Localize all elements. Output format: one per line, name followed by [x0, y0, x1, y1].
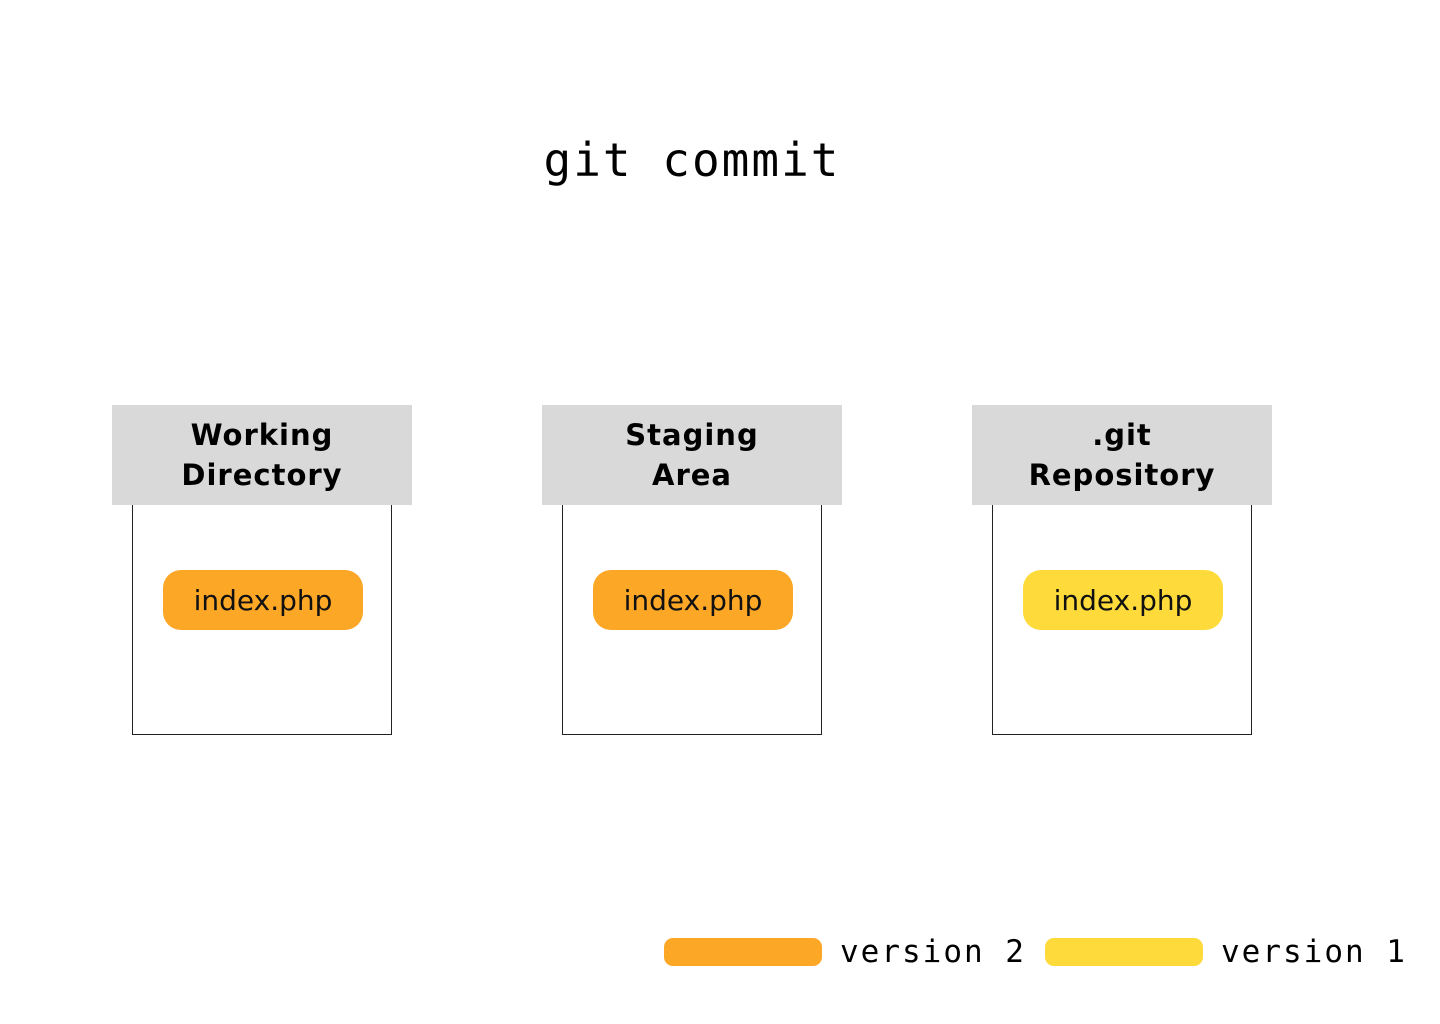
file-pill-staging-area: index.php: [593, 570, 793, 630]
staging-area: Staging Area index.php: [542, 405, 842, 735]
legend-item-version-2: version 2: [664, 932, 1026, 972]
working-directory-box: index.php: [132, 505, 392, 735]
staging-area-header: Staging Area: [542, 405, 842, 505]
legend-label-version-1: version 1: [1221, 934, 1407, 970]
git-repository-box: index.php: [992, 505, 1252, 735]
legend-item-version-1: version 1: [1045, 932, 1407, 972]
git-repository-area: .git Repository index.php: [972, 405, 1272, 735]
file-pill-working-directory: index.php: [163, 570, 363, 630]
file-pill-git-repository: index.php: [1023, 570, 1223, 630]
legend-swatch-version-1: [1045, 938, 1203, 966]
diagram-title: git commit: [543, 133, 841, 187]
working-directory-area: Working Directory index.php: [112, 405, 412, 735]
staging-area-box: index.php: [562, 505, 822, 735]
legend-label-version-2: version 2: [840, 934, 1026, 970]
git-repository-header: .git Repository: [972, 405, 1272, 505]
legend-swatch-version-2: [664, 938, 822, 966]
working-directory-header: Working Directory: [112, 405, 412, 505]
